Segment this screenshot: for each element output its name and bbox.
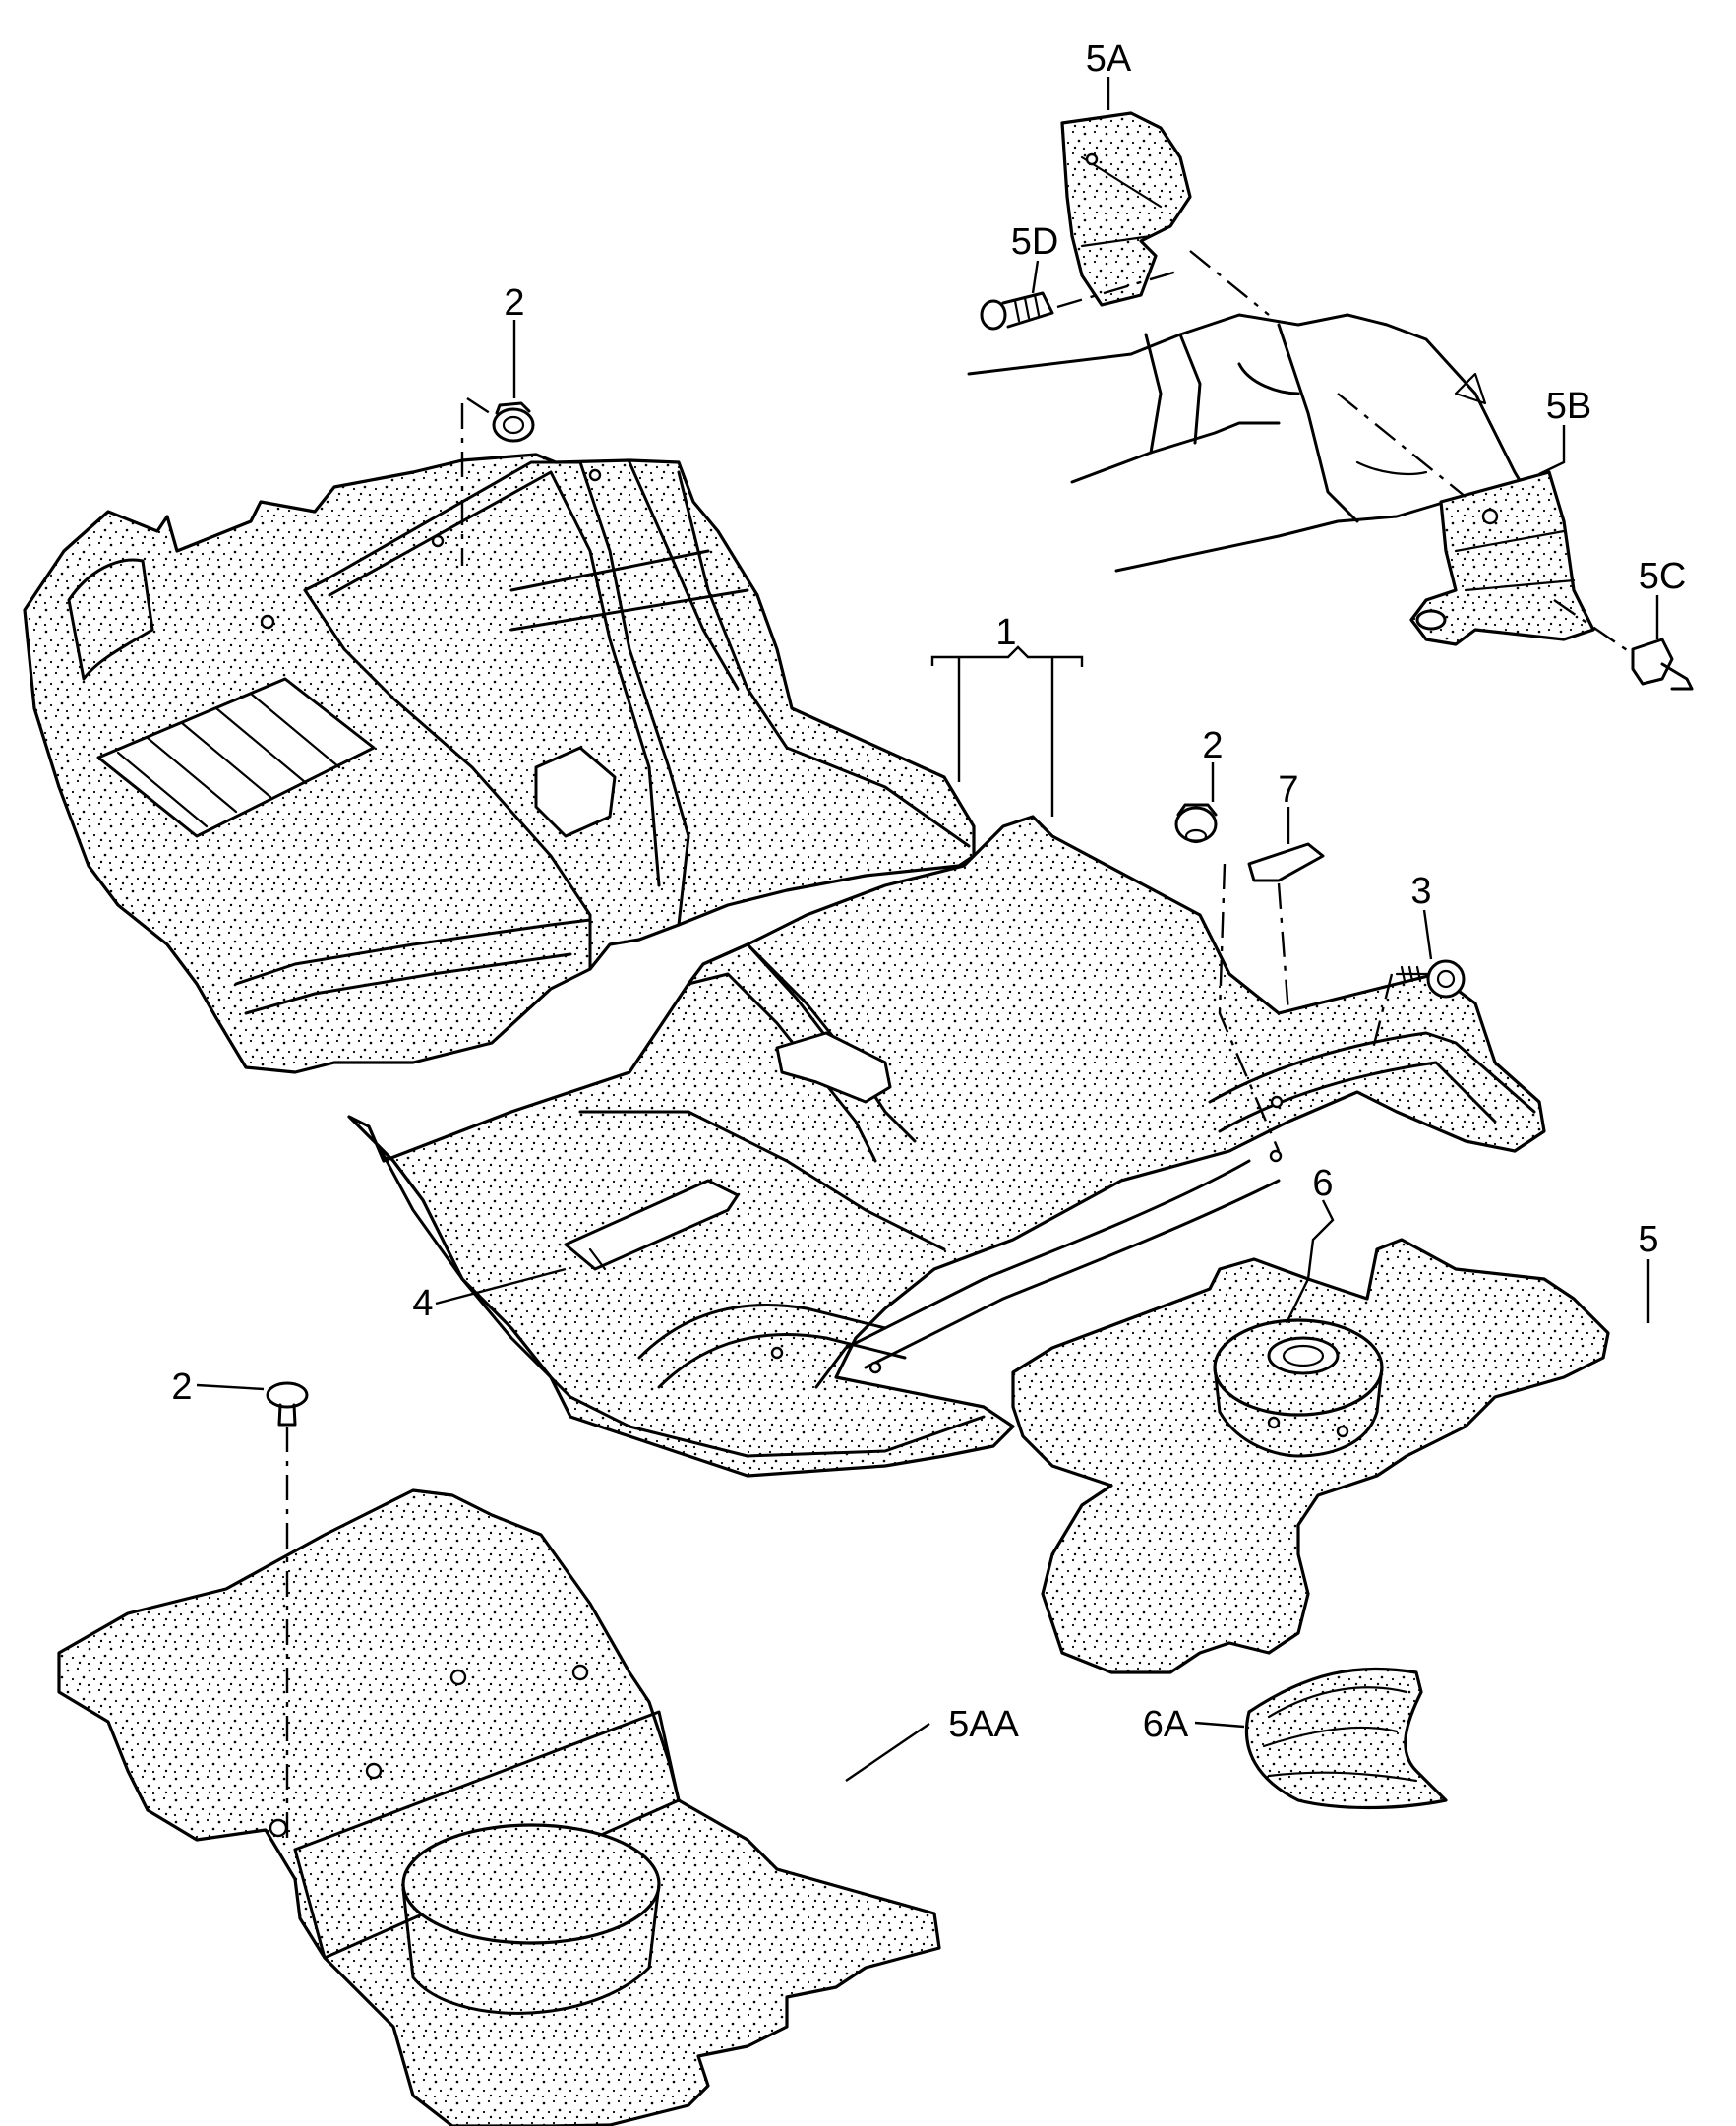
- luggage-compartment-mat: [1011, 1238, 1610, 1674]
- spare-wheel-well-insert: [1244, 1667, 1448, 1810]
- front-floor-carpet: [23, 453, 976, 1074]
- callout-5: 5: [1638, 1219, 1658, 1260]
- callout-2-top: 2: [504, 282, 524, 324]
- callout-3: 3: [1410, 871, 1431, 912]
- callout-7: 7: [1278, 769, 1298, 811]
- callout-2-middle: 2: [1202, 725, 1223, 766]
- screw-5d: [980, 291, 1054, 331]
- screw-3: [1395, 959, 1466, 999]
- fastener-2-lower: [266, 1381, 309, 1427]
- callout-5c: 5C: [1639, 556, 1687, 597]
- callout-5d: 5D: [1011, 221, 1059, 263]
- callout-labels: 1 2 2 2 3 4 5 5A 5AA 5B 5C 5D 6 6A 7: [171, 38, 1686, 1745]
- leader-lines: [196, 77, 1659, 1840]
- clip-7: [1247, 842, 1325, 882]
- callout-5b: 5B: [1546, 386, 1591, 427]
- bracket-5b: [1409, 470, 1595, 646]
- callout-1: 1: [995, 612, 1016, 653]
- fastener-2-top: [492, 401, 535, 443]
- luggage-mat-alternate: [57, 1488, 941, 2126]
- callout-6: 6: [1312, 1163, 1333, 1204]
- bracket-5a: [1060, 111, 1192, 307]
- callout-6a: 6A: [1143, 1704, 1189, 1745]
- clip-5c: [1631, 638, 1694, 691]
- callout-5a: 5A: [1086, 38, 1132, 80]
- callout-5aa: 5AA: [948, 1704, 1019, 1745]
- callout-2-lower: 2: [171, 1367, 192, 1408]
- fastener-2-middle: [1174, 803, 1218, 844]
- rear-floor-carpet: [347, 815, 1546, 1478]
- callout-4: 4: [412, 1283, 433, 1324]
